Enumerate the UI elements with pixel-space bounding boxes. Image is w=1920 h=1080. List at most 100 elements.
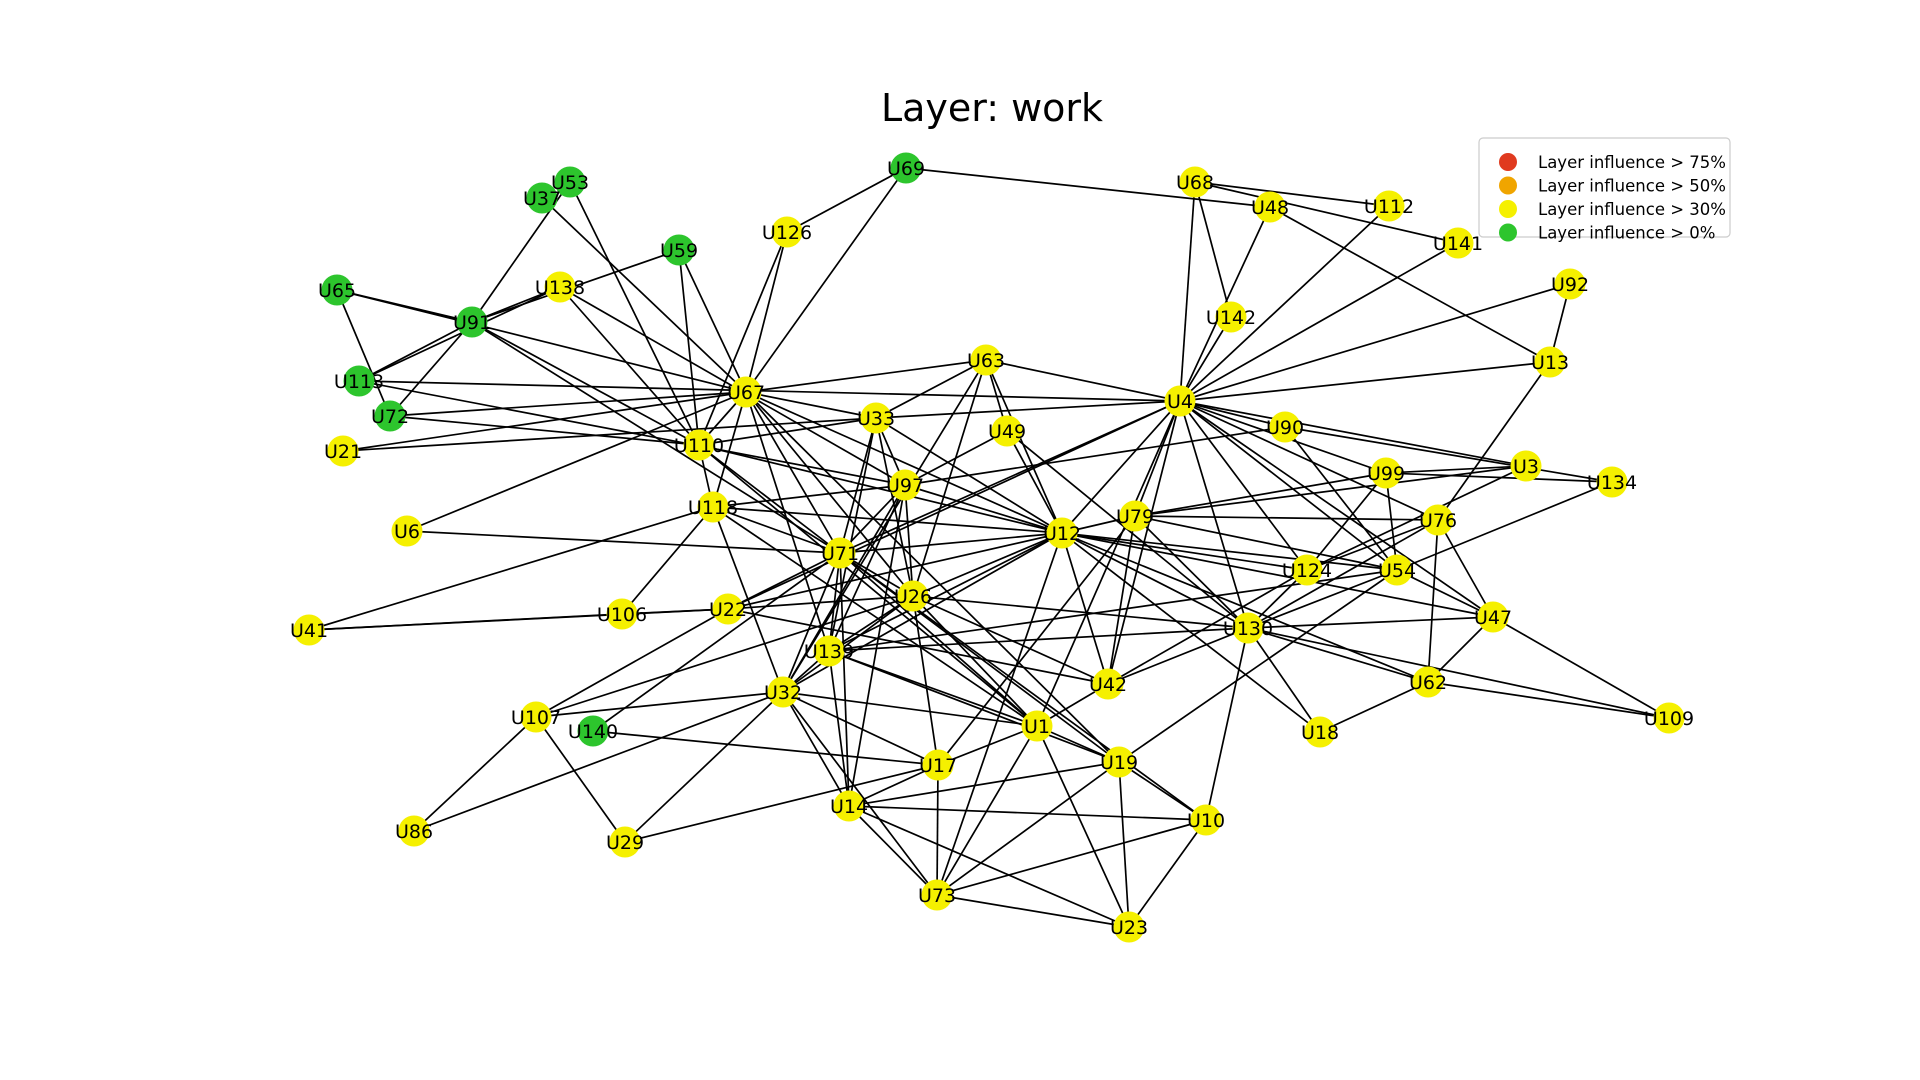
node-label: U21 [324,441,362,463]
edge-U126-U67 [745,231,788,393]
edge-U12-U130 [1061,532,1249,629]
node-U139: U139 [804,635,854,667]
legend-marker [1499,153,1517,171]
node-U29: U29 [606,826,644,858]
edge-U6-U71 [406,530,841,554]
edge-U138-U110 [559,286,700,446]
node-circle [1412,666,1444,698]
edge-U140-U17 [592,730,939,766]
node-circle [683,429,715,461]
edge-U71-U14 [839,552,850,807]
edge-U113-U4 [358,380,1181,402]
node-U14: U14 [830,790,868,822]
node-circle [1113,911,1145,943]
edge-U97-U12 [904,484,1063,534]
node-circle [321,274,353,306]
edge-U1-U17 [937,725,1038,766]
node-U37: U37 [523,182,561,214]
edge-U4-U33 [875,400,1181,419]
node-U53: U53 [551,166,589,198]
edge-U138-U91 [471,286,561,323]
node-label: U62 [1409,672,1447,694]
node-U68: U68 [1176,166,1214,198]
edge-U26-U1 [912,595,1038,727]
edge-U48-U13 [1269,206,1551,363]
node-circle [1370,457,1402,489]
edge-U59-U91 [471,249,680,323]
legend-item: Layer influence > 50% [1499,176,1726,196]
edge-U72-U67 [389,391,747,417]
edge-U110-U12 [698,444,1063,534]
node-circle [897,580,929,612]
node-circle [1232,612,1264,644]
edge-U97-U14 [848,484,906,807]
edge-U63-U4 [985,359,1181,402]
node-U126: U126 [762,216,812,248]
node-label: U79 [1116,506,1154,528]
edge-U91-U113 [358,321,473,382]
node-U18: U18 [1301,716,1339,748]
edge-U138-U113 [358,286,561,382]
edge-U71-U1 [839,552,1038,727]
node-circle [577,715,609,747]
edge-U53-U110 [569,181,700,446]
node-label: U26 [894,586,932,608]
edge-U32-U73 [782,691,938,896]
legend-item: Layer influence > 30% [1499,200,1726,219]
edge-U3-U124 [1306,465,1527,571]
node-circle [374,400,406,432]
edge-U19-U23 [1118,761,1130,928]
node-label: U138 [535,277,585,299]
node-U6: U6 [391,515,423,547]
edge-U47-U109 [1492,616,1670,719]
edge-U99-U79 [1134,472,1387,517]
edge-U26-U107 [535,595,914,718]
legend-box [1478,137,1731,238]
edge-U13-U4 [1179,361,1551,402]
node-circle [1534,346,1566,378]
edge-U10-U23 [1128,819,1207,928]
node-circle [1269,411,1301,443]
edge-U3-U79 [1134,465,1527,517]
edge-U12-U18 [1061,532,1321,733]
edge-U92-U4 [1179,283,1571,402]
node-U92: U92 [1551,268,1589,300]
edge-U99-U54 [1385,472,1398,571]
node-circle [1304,716,1336,748]
edge-U17-U29 [624,764,939,843]
node-U134: U134 [1587,466,1637,498]
edge-U47-U130 [1247,616,1494,629]
node-circle [1510,450,1542,482]
edge-U68-U112 [1194,181,1390,207]
node-circle [1254,191,1286,223]
node-circle [889,469,921,501]
edge-U118-U71 [712,506,841,554]
edge-U67-U63 [745,359,987,393]
edge-U4-U54 [1179,400,1398,571]
node-U10: U10 [1187,804,1225,836]
node-label: U32 [764,682,802,704]
edge-U69-U67 [745,167,907,393]
node-label: U49 [988,421,1026,443]
edge-U4-U130 [1179,400,1249,629]
edge-U91-U72 [389,321,473,417]
edge-U118-U41 [308,506,714,631]
node-label: U90 [1266,417,1304,439]
node-label: U141 [1433,233,1483,255]
node-U67: U67 [727,376,765,408]
edge-U54-U47 [1396,569,1494,618]
node-U69: U69 [887,152,925,184]
node-circle [824,537,856,569]
node-circle [1422,504,1454,536]
edge-U10-U73 [936,819,1207,896]
edge-U76-U62 [1427,519,1439,683]
edge-U65-U72 [336,289,391,417]
node-U54: U54 [1378,554,1416,586]
node-label: U130 [1223,618,1273,640]
node-U41: U41 [290,614,328,646]
node-label: U142 [1206,307,1256,329]
edge-U17-U73 [936,764,939,896]
node-U72: U72 [371,400,409,432]
node-U79: U79 [1116,500,1154,532]
node-label: U91 [453,312,491,334]
